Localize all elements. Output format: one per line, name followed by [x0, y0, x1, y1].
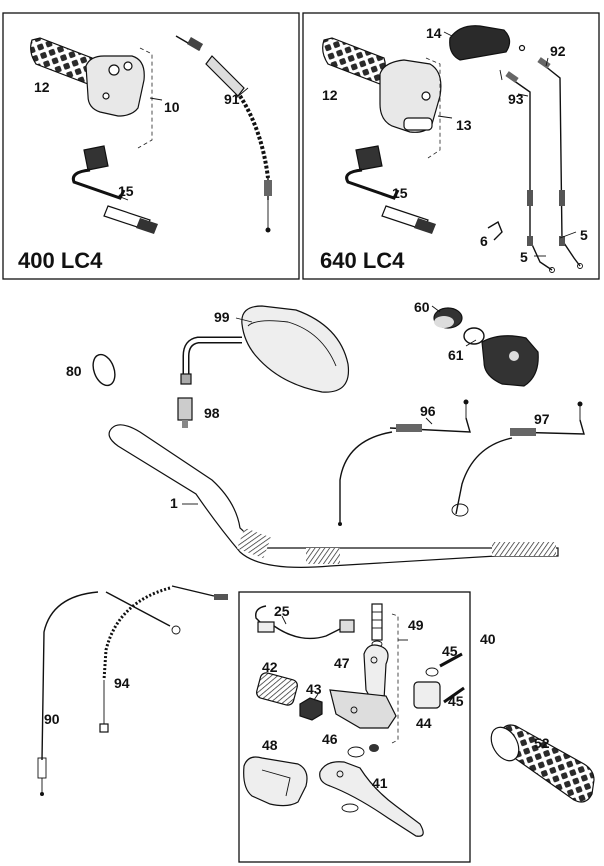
group-bracket-10: [137, 47, 153, 149]
callout-49: 49: [408, 617, 424, 633]
callout-98: 98: [204, 405, 220, 421]
cable-96: [338, 399, 471, 526]
callout-46: 46: [322, 731, 338, 747]
callout-94: 94: [114, 675, 130, 691]
group-bracket-13: [425, 57, 441, 159]
throttle-grip-640: [322, 37, 442, 133]
callout-93: 93: [508, 91, 524, 107]
handlebar-1: [108, 424, 559, 568]
bolt-49: [371, 603, 383, 648]
callout-41: 41: [372, 775, 388, 791]
switch-15-left: [71, 145, 158, 234]
panel-640-lc4-frame: [302, 12, 600, 280]
callout-90: 90: [44, 711, 60, 727]
callout-13: 13: [456, 117, 472, 133]
cover-48: [243, 756, 308, 807]
callout-99: 99: [214, 309, 230, 325]
grip-52: [490, 724, 595, 803]
adapter-98: [177, 397, 193, 428]
callout-60: 60: [414, 299, 430, 315]
clip-6: [487, 220, 503, 241]
clamp-80: [92, 353, 116, 387]
model-label-640: 640 LC4: [320, 248, 405, 273]
callout-52: 52: [534, 735, 550, 751]
callout-6: 6: [480, 233, 488, 249]
callout-44: 44: [416, 715, 432, 731]
callout-15-left: 15: [118, 183, 134, 199]
adjuster-42: [256, 672, 298, 706]
callout-61: 61: [448, 347, 464, 363]
callout-5-right: 5: [580, 227, 588, 243]
callout-14: 14: [426, 25, 442, 41]
callout-5-bottom: 5: [520, 249, 528, 265]
model-label-400: 400 LC4: [18, 248, 103, 273]
washers-46: [341, 744, 379, 813]
group-bracket-40: [389, 613, 399, 745]
screws-45: [439, 652, 465, 704]
cable-94: [99, 585, 228, 733]
switch-housing-61: [463, 327, 539, 387]
switch-15-right: [345, 145, 436, 234]
callout-15-right: 15: [392, 185, 408, 201]
cover-14: [449, 25, 526, 61]
callout-96: 96: [420, 403, 436, 419]
callout-47: 47: [334, 655, 350, 671]
callout-40: 40: [480, 631, 496, 647]
lever-assembly-frame: [238, 591, 471, 863]
callout-45-top: 45: [442, 643, 458, 659]
callout-92: 92: [550, 43, 566, 59]
nut-43: [299, 697, 323, 721]
callout-45-bottom: 45: [448, 693, 464, 709]
callout-25: 25: [274, 603, 290, 619]
callout-10: 10: [164, 99, 180, 115]
throttle-cables-92-93: [499, 57, 583, 273]
mirror-99: [180, 305, 350, 393]
cold-start-60: [433, 307, 463, 329]
clutch-cable-90: [37, 591, 99, 796]
panel-400-lc4-frame: [2, 12, 300, 280]
lever-41: [319, 761, 424, 837]
callout-12-right: 12: [322, 87, 338, 103]
callout-42: 42: [262, 659, 278, 675]
clamp-44: [413, 667, 441, 709]
callout-48: 48: [262, 737, 278, 753]
callout-43: 43: [306, 681, 322, 697]
callout-97: 97: [534, 411, 550, 427]
throttle-grip-400: [30, 37, 145, 117]
callout-12-left: 12: [34, 79, 50, 95]
callout-91: 91: [224, 91, 240, 107]
callout-1: 1: [170, 495, 178, 511]
callout-80: 80: [66, 363, 82, 379]
throttle-cable-91: [175, 35, 272, 233]
switch-25: [255, 605, 355, 640]
lever-bracket-47: [329, 644, 397, 729]
cable-97: [451, 401, 585, 517]
